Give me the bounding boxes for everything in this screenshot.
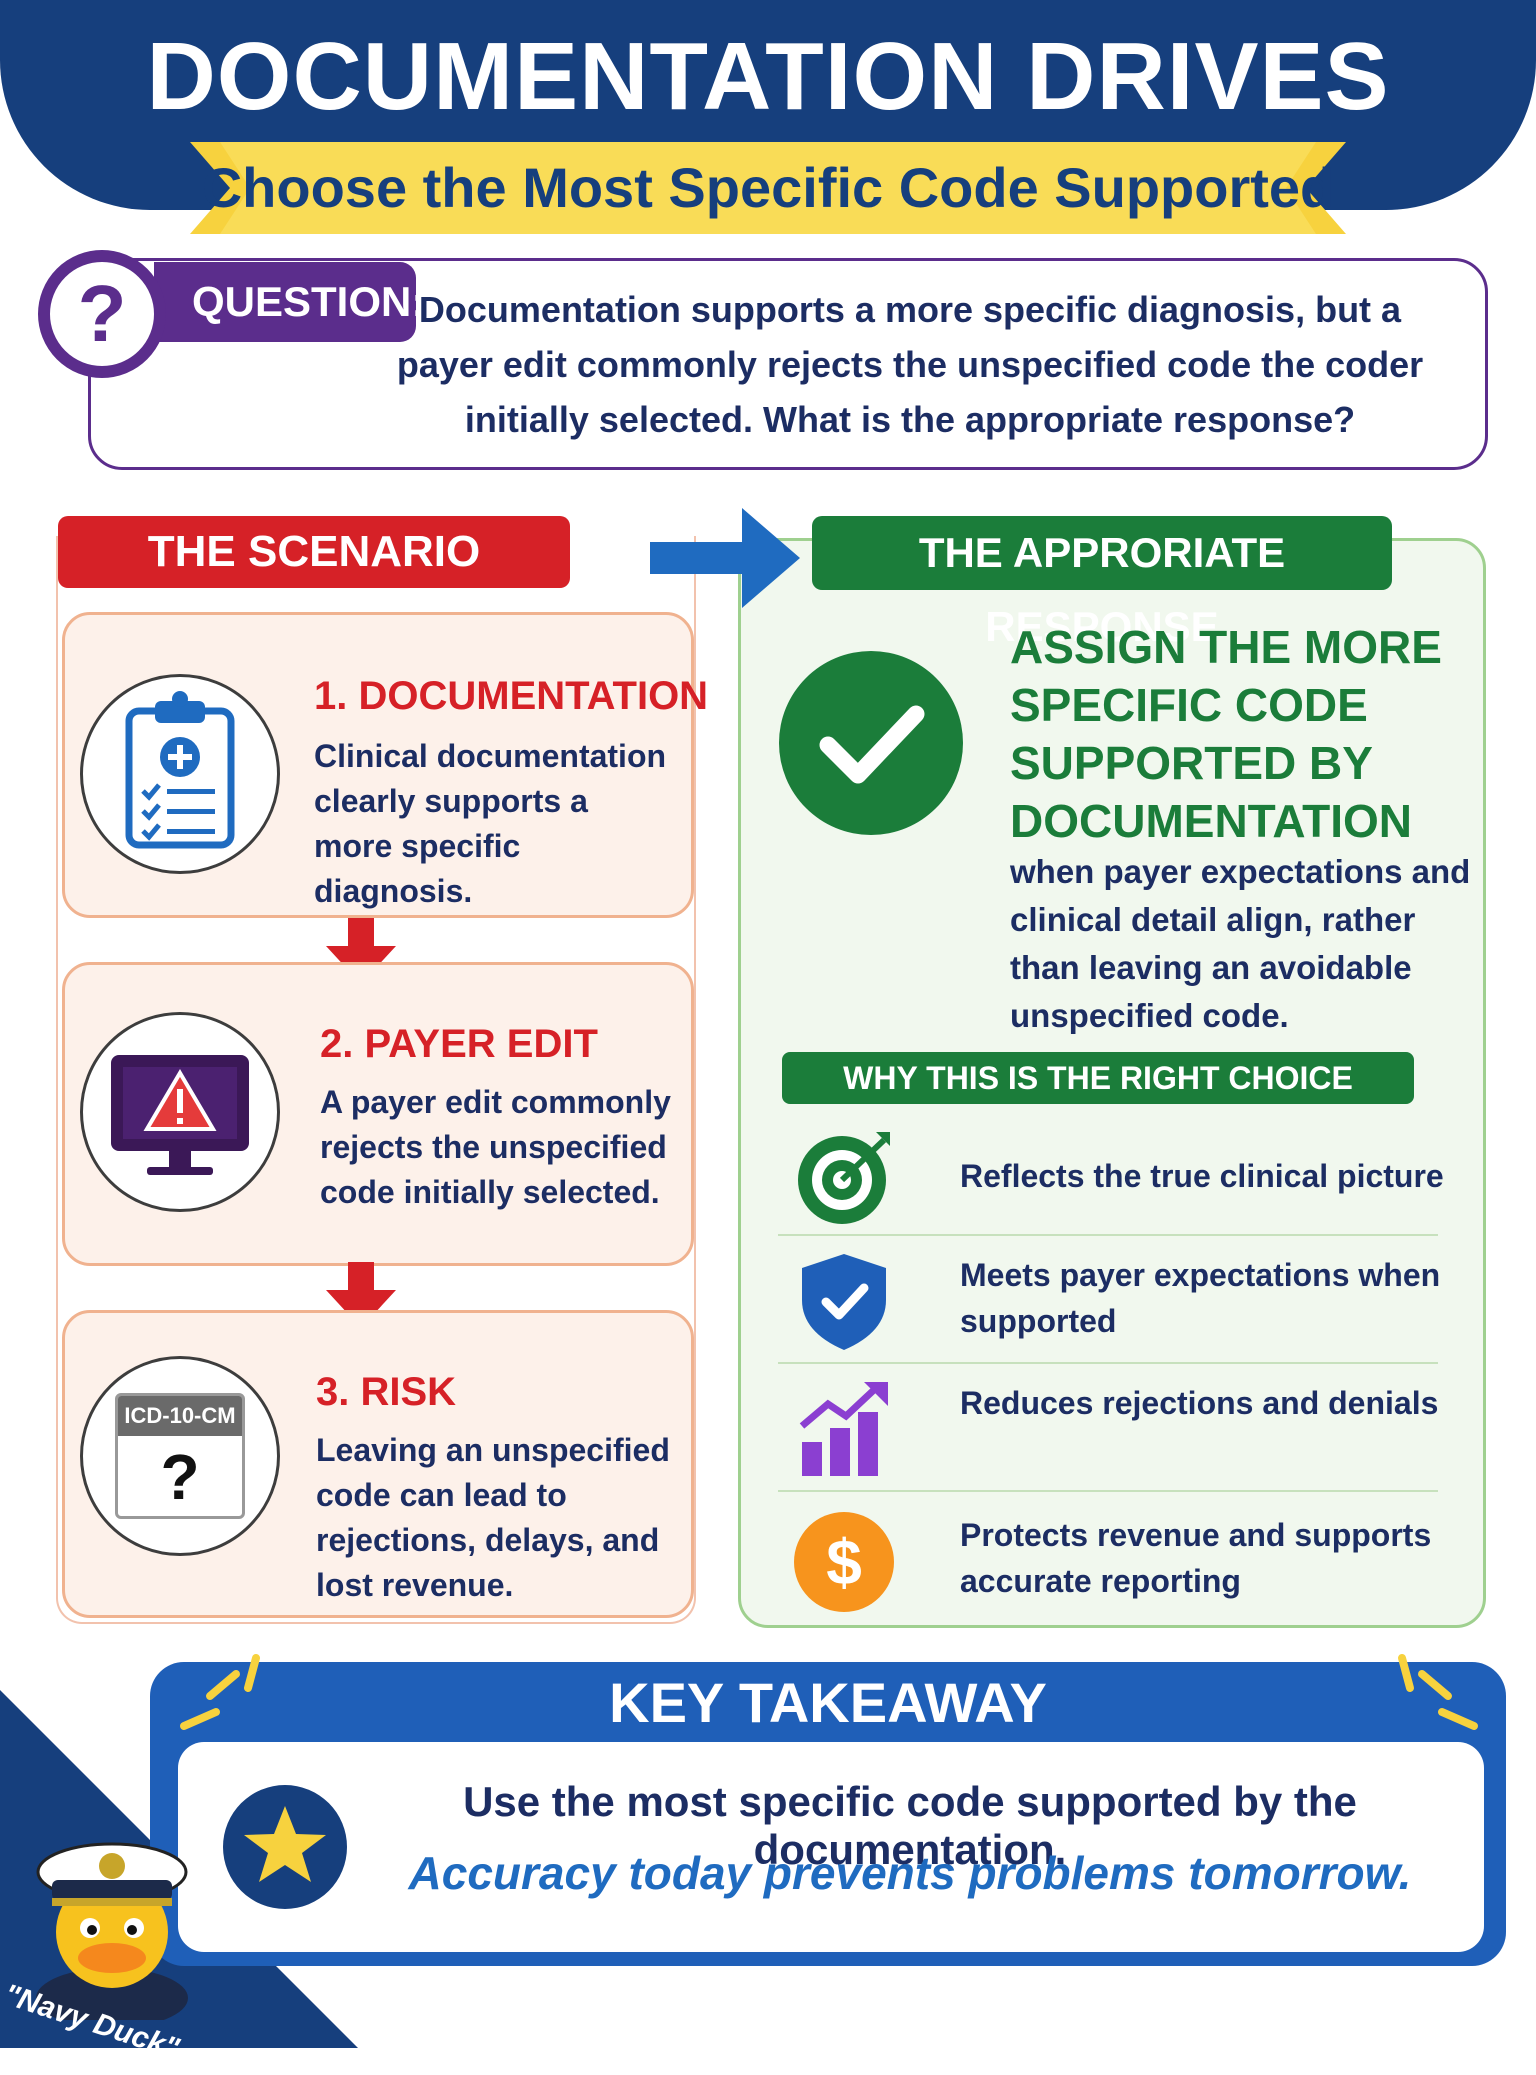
question-mark-icon: ? (38, 250, 166, 378)
takeaway-line-2: Accuracy today prevents problems tomorro… (408, 1847, 1412, 1899)
takeaway-title: KEY TAKEAWAY (609, 1671, 1047, 1734)
down-arrow-icon (326, 1262, 396, 1328)
question-text: Documentation supports a more specific d… (396, 289, 1424, 440)
target-icon (798, 1132, 890, 1224)
step-text: A payer edit commonly rejects the unspec… (320, 1084, 671, 1210)
right-arrow-icon (650, 508, 800, 608)
reason-text: Reflects the true clinical picture (960, 1158, 1444, 1194)
monitor-warning-icon (80, 1012, 280, 1212)
response-body: when payer expectations and clinical det… (1010, 853, 1471, 1034)
page-subtitle: Choose the Most Specific Code Supported (201, 156, 1335, 219)
divider (778, 1490, 1438, 1492)
reason-text: Protects revenue and supports accurate r… (960, 1517, 1432, 1599)
icd-label: ICD-10-CM (118, 1396, 242, 1436)
response-header: THE APPRORIATE RESPONSE (812, 516, 1392, 650)
question-label: QUESTION: (154, 262, 425, 342)
dollar-coin-icon: $ (794, 1512, 894, 1612)
burst-rays-left (180, 1654, 260, 1730)
star-icon (223, 1785, 347, 1909)
reason-text: Reduces rejections and denials (960, 1385, 1439, 1421)
navy-duck-mascot-icon (36, 1842, 188, 2020)
burst-rays-right (1398, 1654, 1478, 1730)
why-header: WHY THIS IS THE RIGHT CHOICE (782, 1052, 1414, 1104)
step-text: Clinical documentation clearly supports … (314, 738, 667, 909)
takeaway-box (178, 1742, 1484, 1952)
calendar-question-icon: ICD-10-CM ? (80, 1356, 280, 1556)
question-symbol: ? (160, 1441, 200, 1513)
reason-text: Meets payer expectations when supported (960, 1257, 1441, 1339)
divider (778, 1362, 1438, 1364)
check-circle-icon (779, 651, 963, 835)
clipboard-icon (80, 674, 280, 874)
subtitle-ribbon (190, 142, 1346, 234)
shield-check-icon (802, 1254, 886, 1350)
scenario-frame (56, 536, 696, 1624)
step-title: 2. PAYER EDIT (320, 1022, 598, 1066)
divider (778, 1234, 1438, 1236)
response-headline: ASSIGN THE MORE SPECIFIC CODE SUPPORTED … (1010, 621, 1442, 847)
takeaway-line-1: Use the most specific code supported by … (463, 1778, 1357, 1873)
step-title: 3. RISK (316, 1370, 457, 1414)
step-text: Leaving an unspecified code can lead to … (316, 1432, 670, 1603)
growth-chart-icon (799, 1382, 888, 1476)
scenario-header: THE SCENARIO (58, 516, 570, 588)
step-title: 1. DOCUMENTATION (314, 674, 709, 718)
